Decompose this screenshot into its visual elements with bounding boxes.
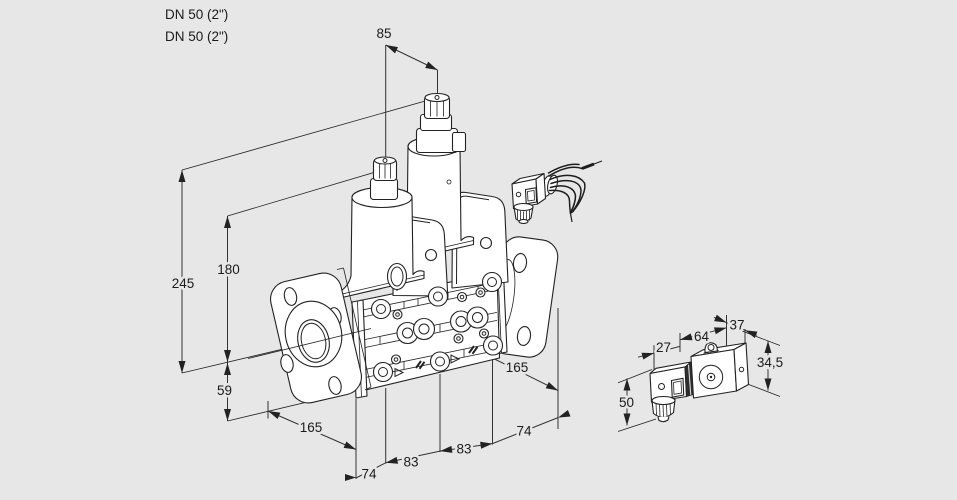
dim-34-5: 34,5	[757, 355, 783, 370]
dim-64: 64	[694, 329, 710, 344]
left-flange	[247, 267, 372, 404]
dim-83-left: 83	[403, 455, 418, 470]
flow-direction-mark	[450, 354, 461, 364]
pipe-centerline	[247, 328, 372, 359]
dim-180: 180	[217, 262, 240, 277]
flange-label-2: DN 50 (2")	[165, 29, 228, 44]
dimension-lines	[178, 44, 781, 481]
dim-165-right: 165	[506, 360, 529, 375]
dim-165-left: 165	[300, 420, 323, 435]
dim-85: 85	[376, 26, 391, 41]
dim-27: 27	[656, 340, 671, 355]
dim-83-right: 83	[456, 442, 471, 457]
pilot-solenoid-drawing	[649, 342, 750, 423]
dim-59: 59	[217, 383, 232, 398]
dim-37: 37	[729, 318, 744, 333]
double-valve-drawing	[247, 92, 603, 404]
labels: DN 50 (2") DN 50 (2") 85 245 180 59 165 …	[163, 5, 786, 484]
dim-50: 50	[619, 395, 634, 410]
dim-74-left: 74	[361, 466, 377, 481]
dim-245: 245	[172, 276, 195, 291]
flange-label-1: DN 50 (2")	[165, 7, 228, 22]
body-bolts	[370, 271, 504, 383]
cable-plug	[511, 160, 603, 225]
flow-direction-mark	[394, 367, 405, 378]
v1-actuator	[339, 156, 425, 299]
dim-74-right: 74	[516, 424, 532, 439]
